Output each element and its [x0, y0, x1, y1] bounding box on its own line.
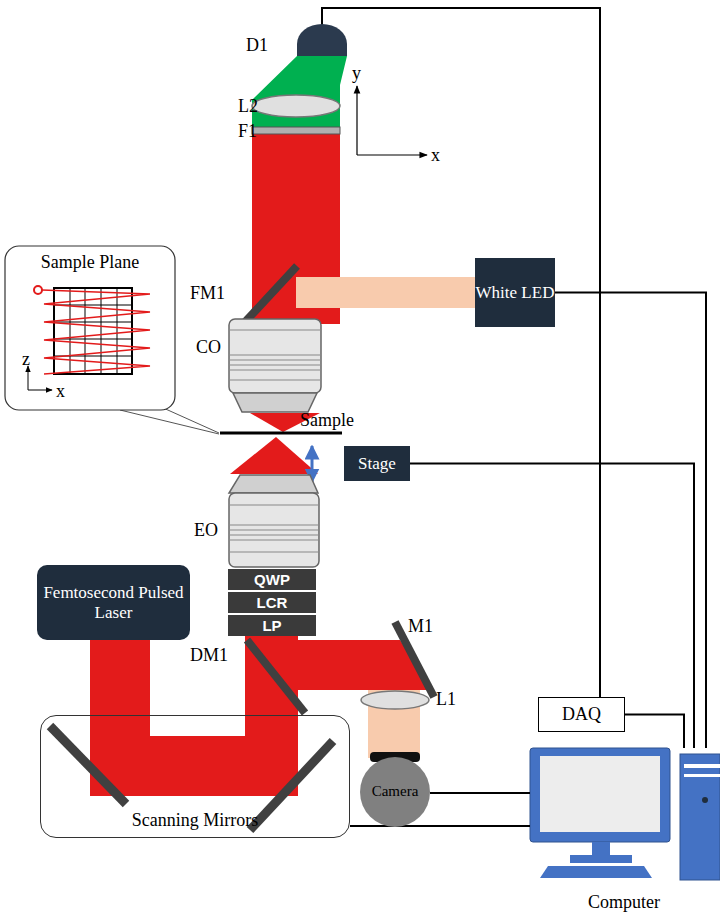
component-label: Scanning Mirrors	[132, 810, 258, 831]
part-label: EO	[194, 521, 218, 539]
lens-l2	[252, 95, 340, 117]
sample-slide	[220, 432, 342, 435]
component-label: Camera	[372, 783, 419, 800]
scanning-mirror	[50, 726, 126, 804]
leader-line	[120, 410, 219, 434]
filter-f1	[252, 127, 340, 134]
laser-beam	[90, 736, 298, 796]
part-label: x	[431, 146, 440, 164]
collection-objective	[229, 319, 321, 412]
component-box: Femtosecond Pulsed Laser	[37, 565, 190, 640]
signal-wire	[350, 825, 530, 827]
detector-d1	[297, 24, 347, 56]
component-label: Computer	[588, 892, 660, 913]
component-label: White LED	[476, 283, 555, 303]
part-label: CO	[196, 338, 221, 356]
dichroic-mirror-dm1	[247, 640, 305, 713]
part-label: y	[352, 64, 361, 82]
focused-beam	[230, 437, 318, 474]
axis-arrow	[28, 390, 52, 391]
component-label: Sample Plane	[41, 252, 139, 273]
component-box: Stage	[344, 446, 410, 481]
part-label: L2	[238, 97, 258, 115]
component-label: QWP	[254, 571, 290, 588]
component-box: Camera	[360, 757, 430, 827]
part-label: Sample	[300, 411, 354, 429]
component-box: DAQ	[538, 697, 625, 732]
component-box: Sample Plane	[5, 252, 175, 286]
component-box: QWP	[228, 569, 316, 590]
part-label: M1	[408, 617, 433, 635]
signal-wire	[430, 792, 530, 794]
component-box: Scanning Mirrors	[40, 715, 350, 838]
axis-arrow	[356, 86, 357, 155]
component-box: Computer	[528, 748, 720, 915]
signal-wire	[555, 293, 706, 749]
component-box: LCR	[228, 592, 316, 613]
axis-arrow	[357, 154, 427, 155]
signal-wire	[410, 464, 694, 749]
part-label: z	[22, 350, 30, 368]
signal-wire	[322, 8, 600, 697]
signal-wire	[625, 715, 684, 749]
component-label: Stage	[358, 454, 396, 474]
emission-beam	[252, 56, 347, 130]
component-label: DAQ	[562, 704, 601, 725]
part-label: L1	[436, 690, 456, 708]
lens-l1	[361, 691, 429, 709]
component-label: LP	[262, 617, 281, 634]
part-label: x	[56, 382, 65, 400]
part-label: D1	[246, 36, 268, 54]
component-label: LCR	[257, 594, 288, 611]
excitation-objective	[229, 475, 319, 567]
axis-arrow	[28, 366, 29, 390]
component-box: White LED	[475, 258, 555, 327]
computer-illustration	[530, 748, 720, 880]
component-label: Femtosecond Pulsed Laser	[37, 583, 190, 622]
flip-mirror-fm1	[245, 266, 297, 322]
part-label: FM1	[190, 284, 225, 302]
inset-frame	[5, 246, 175, 410]
scanning-mirror	[250, 741, 333, 830]
led-beam	[296, 277, 482, 308]
part-label: F1	[238, 122, 257, 140]
scan-start	[34, 286, 42, 294]
part-label: DM1	[190, 646, 228, 664]
component-box: LP	[228, 615, 316, 636]
raster-path	[42, 290, 150, 374]
